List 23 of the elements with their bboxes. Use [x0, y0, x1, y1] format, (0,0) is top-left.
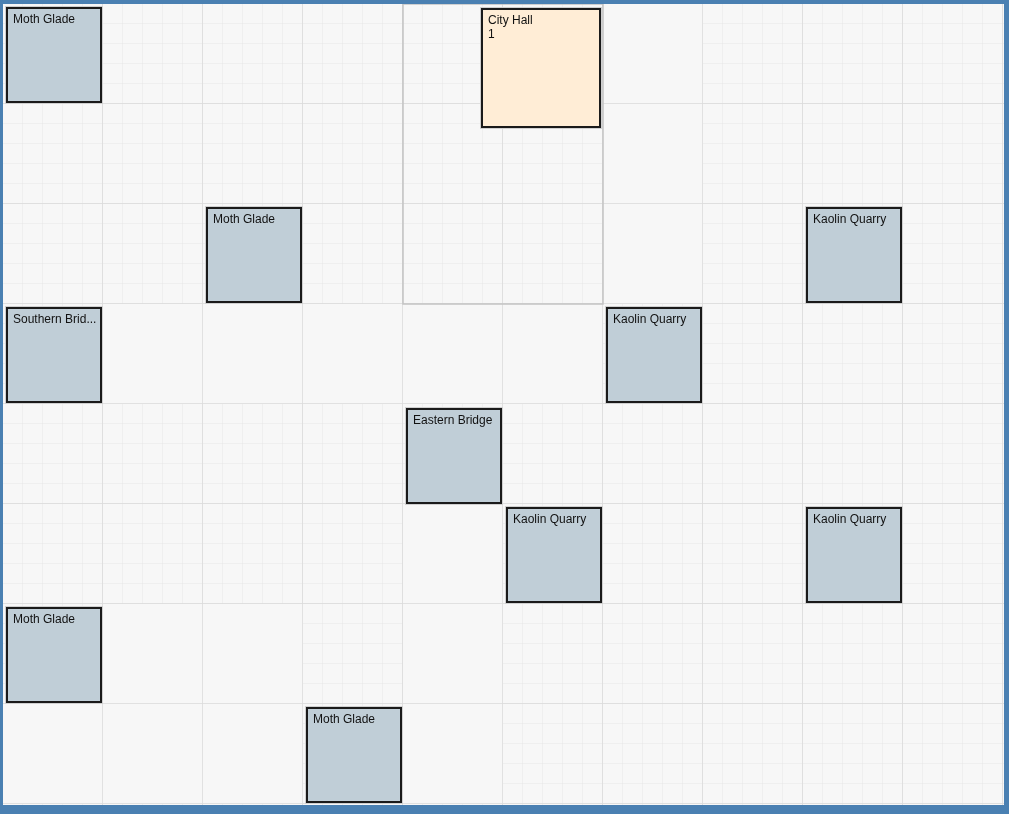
- tile-label: Kaolin Quarry: [813, 212, 887, 226]
- map-tile: [6, 7, 102, 103]
- tile-label: Moth Glade: [313, 712, 376, 726]
- map-tile: [606, 307, 702, 403]
- map-tile: [206, 207, 302, 303]
- tile-label: Moth Glade: [13, 12, 76, 26]
- tile-label: Southern Brid...: [13, 312, 97, 326]
- map-tile: [806, 207, 902, 303]
- tile-label: Kaolin Quarry: [813, 512, 887, 526]
- map-tile: [406, 408, 502, 504]
- city-hall-tile: [481, 8, 601, 128]
- map-tile: [806, 507, 902, 603]
- map-tile: [306, 707, 402, 803]
- tile-label: Eastern Bridge: [413, 413, 493, 427]
- map-tile: [6, 307, 102, 403]
- tile-label: Moth Glade: [213, 212, 276, 226]
- map-tile: [506, 507, 602, 603]
- tile-label: Kaolin Quarry: [613, 312, 687, 326]
- tile-label: City Hall: [488, 13, 533, 27]
- tile-label: Moth Glade: [13, 612, 76, 626]
- tile-label: Kaolin Quarry: [513, 512, 587, 526]
- tile-label: 1: [488, 27, 495, 41]
- map-tile: [6, 607, 102, 703]
